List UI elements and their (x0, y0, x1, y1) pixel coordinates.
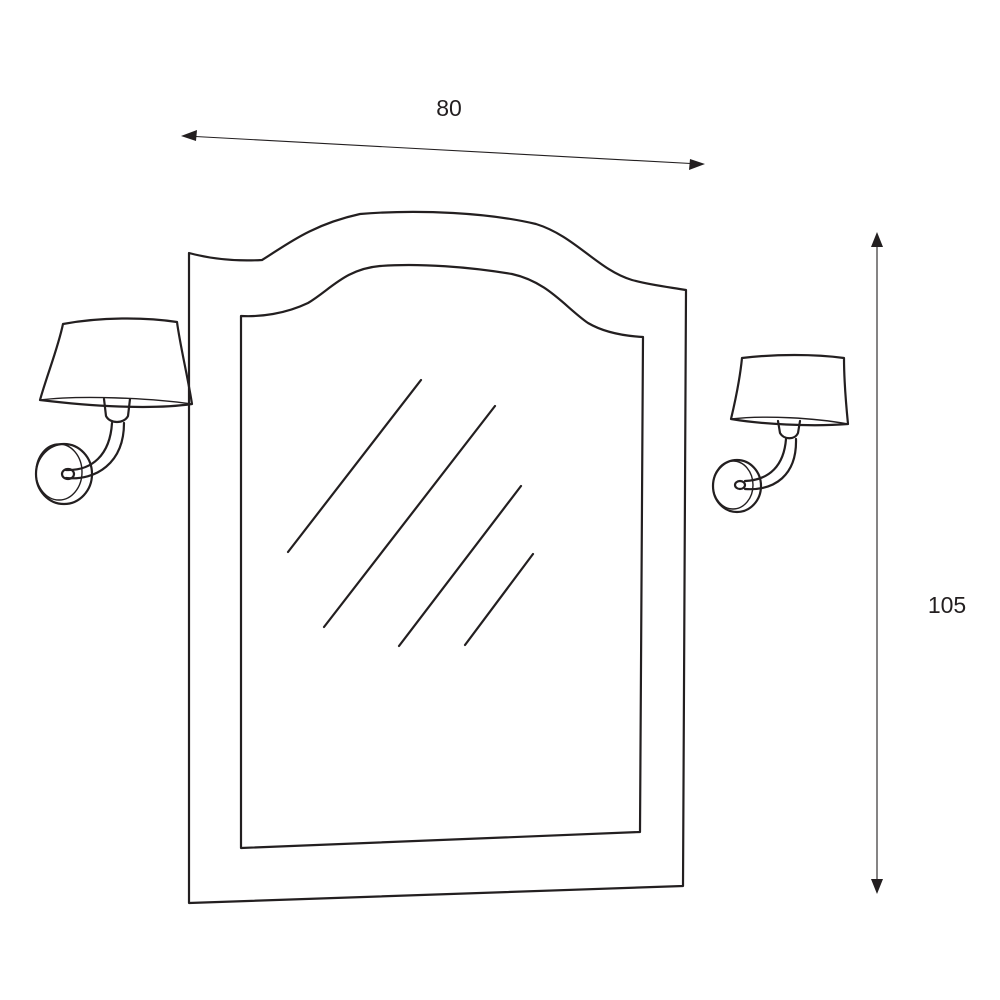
right-sconce-arm (743, 437, 788, 483)
width-label: 80 (436, 95, 462, 121)
right-sconce-socket (776, 419, 802, 440)
left-sconce-shade-rim (39, 396, 193, 405)
left-sconce-wall-plate-rim (35, 443, 83, 501)
reflection-line (286, 378, 423, 554)
right-sconce-knob (733, 479, 747, 491)
height-label: 105 (928, 592, 966, 618)
left-sconce-arm-inner (64, 421, 126, 480)
left-sconce-shade (38, 317, 194, 409)
reflection-line (397, 484, 523, 648)
left-sconce-wall-plate (34, 442, 94, 506)
right-sconce-shade-rim (730, 416, 849, 425)
height-dimension: 105 (871, 232, 966, 894)
right-sconce-arm-inner (743, 437, 798, 491)
left-sconce-knob (60, 467, 76, 481)
mirror-glass-edge (239, 263, 645, 850)
width-arrow-left (181, 130, 197, 141)
right-wall-sconce (711, 353, 850, 514)
width-arrow-right (689, 159, 705, 170)
reflection-line (322, 404, 497, 629)
left-sconce-arm (64, 421, 114, 472)
left-wall-sconce (34, 317, 194, 506)
reflection-line (463, 552, 535, 647)
right-sconce-shade (729, 353, 850, 427)
left-sconce-socket (102, 397, 132, 424)
mirror-outer-frame (187, 210, 688, 905)
height-arrow-top (871, 232, 883, 247)
height-arrow-bottom (871, 879, 883, 894)
width-dimension: 80 (181, 95, 705, 170)
width-dimension-line (185, 135, 701, 165)
mirror-reflection-lines (286, 378, 535, 648)
right-sconce-wall-plate-rim (712, 460, 754, 510)
